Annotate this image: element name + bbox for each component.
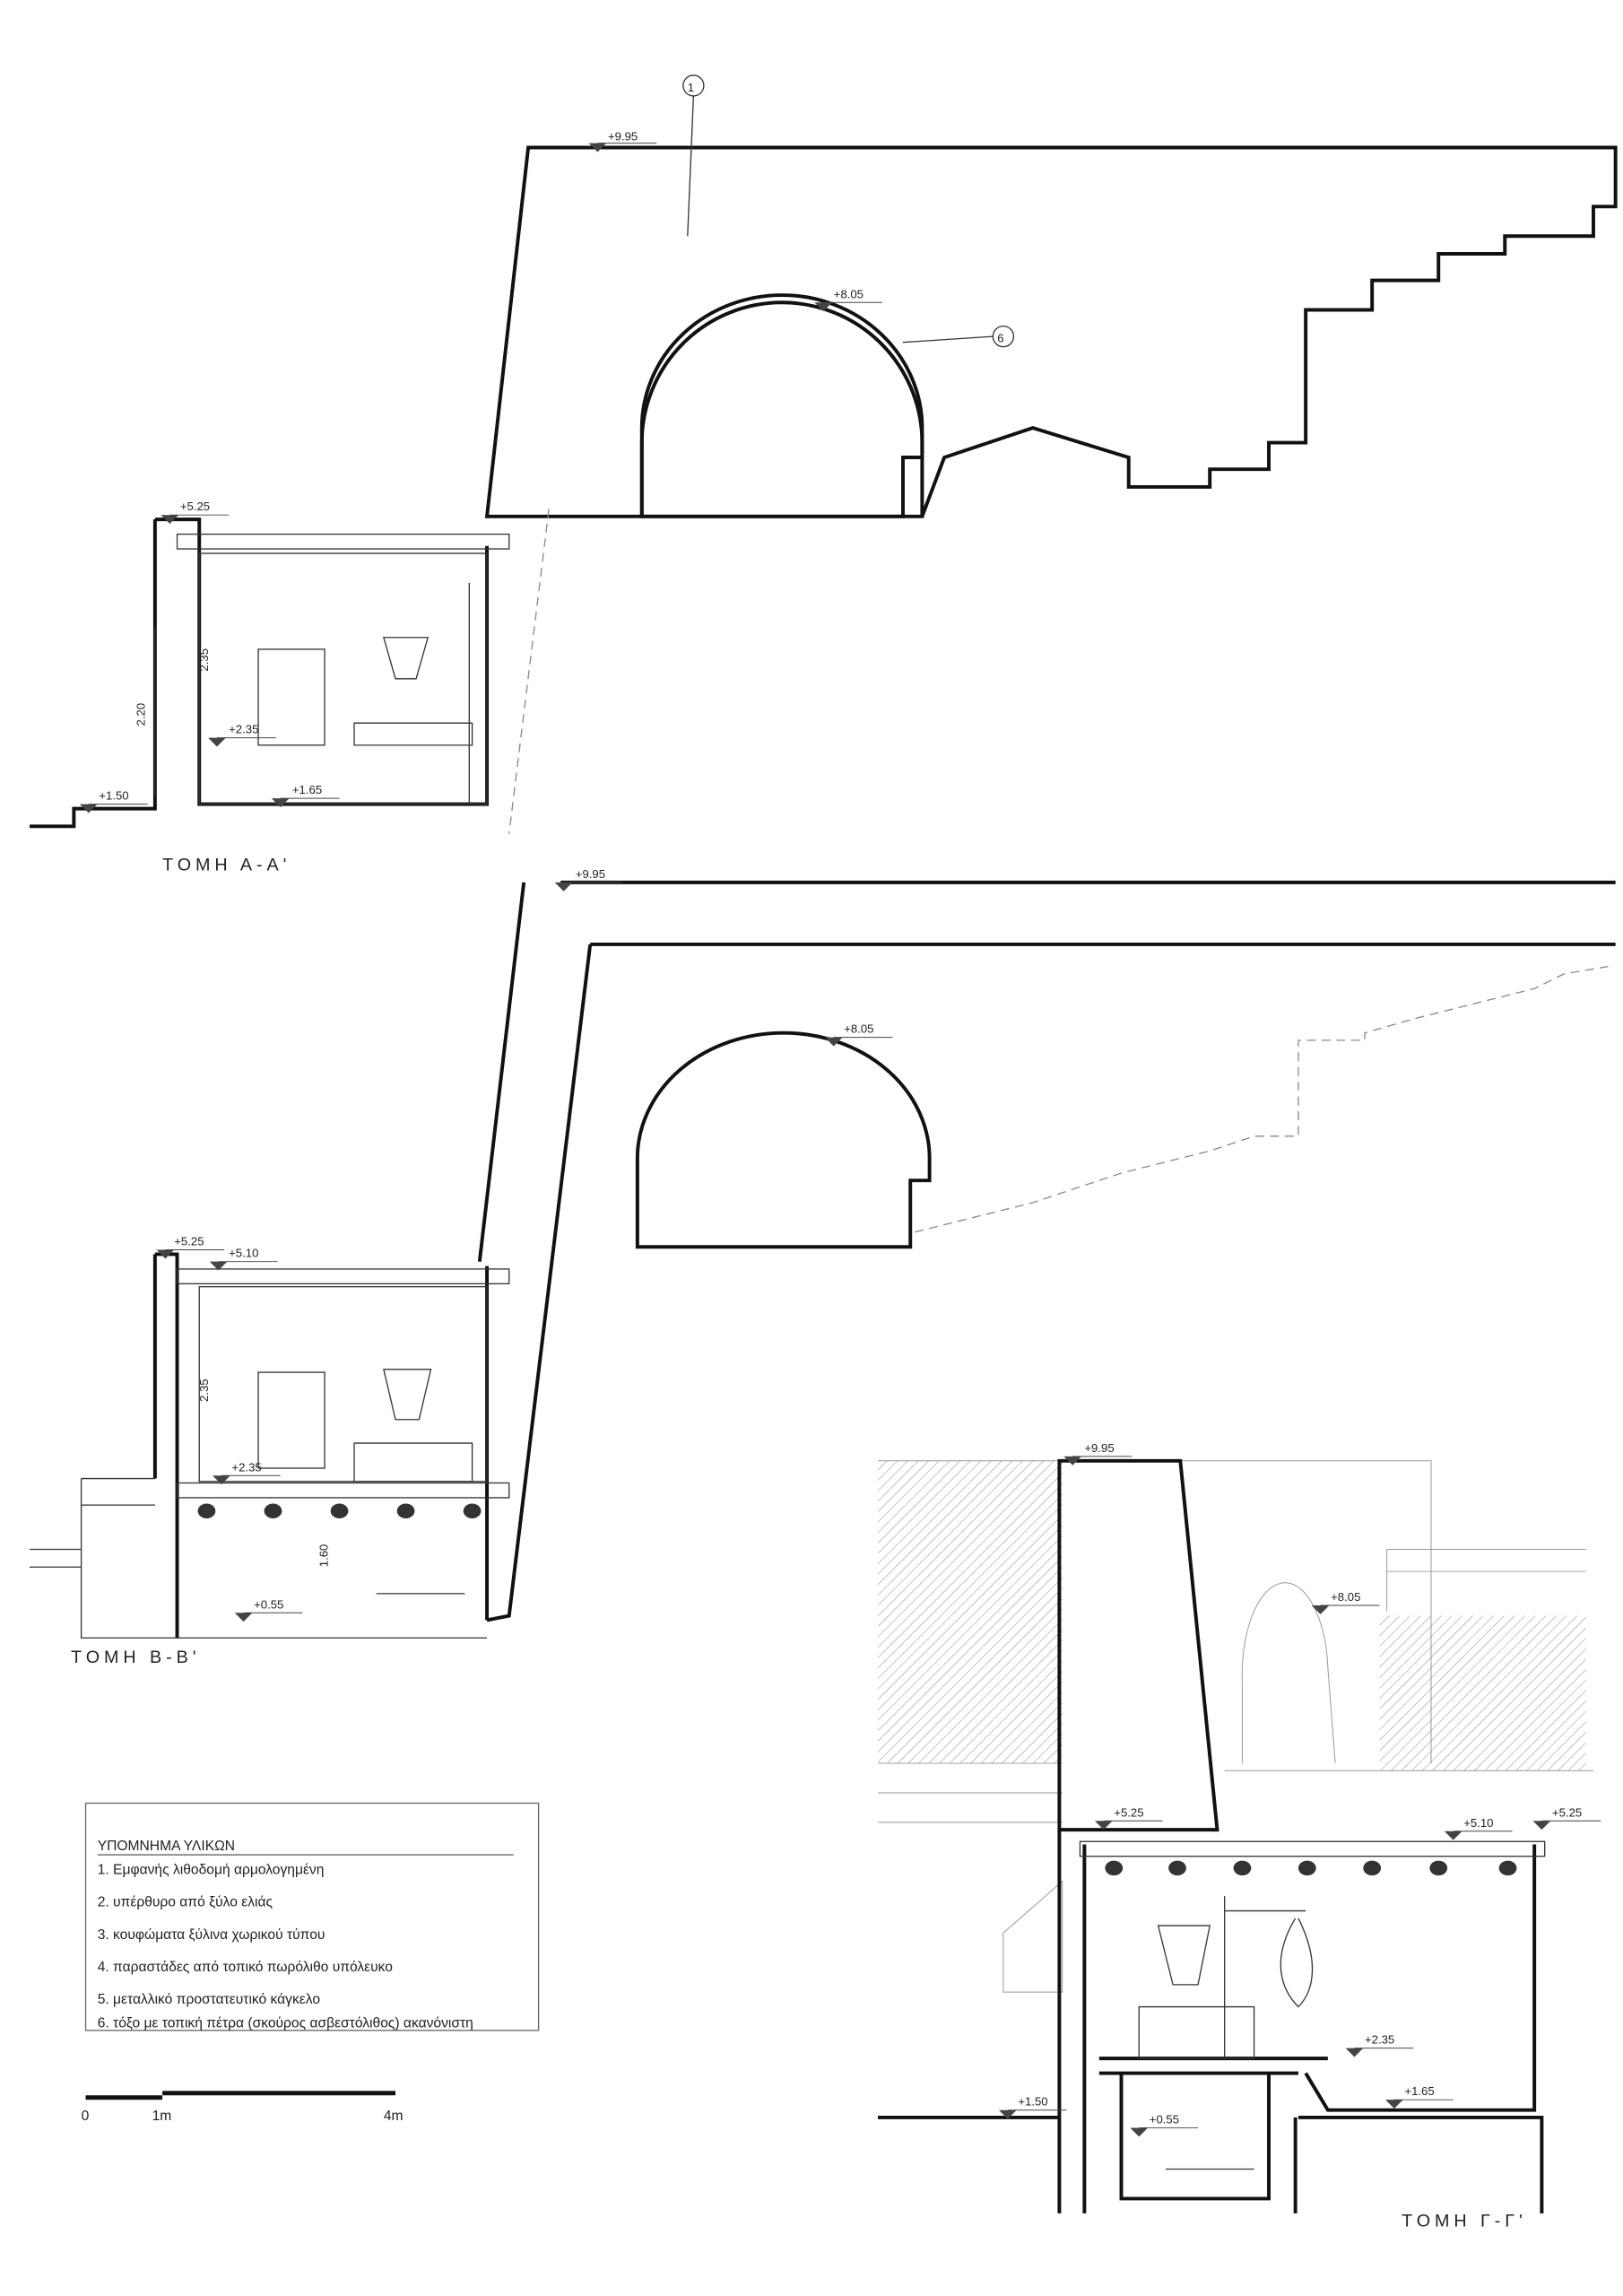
level-mark: +8.05 [834,287,864,300]
legend-item: 5. μεταλλικό προστατευτικό κάγκελο [98,1992,321,2007]
svg-text:1: 1 [688,81,694,94]
level-mark: +9.95 [608,129,638,143]
arch-outline [635,1031,932,1249]
level-mark: +5.10 [229,1247,258,1260]
section-title: ΤΟΜΗ Β-Β' [71,1648,200,1667]
level-mark: +5.25 [1114,1805,1143,1819]
arch-opening [639,293,924,518]
level-mark: +8.05 [844,1022,873,1036]
dimension: 2.35 [197,1378,211,1402]
scale-label: 1m [152,2109,172,2124]
legend-item: 1. Εμφανής λιθοδομή αρμολογημένη [98,1862,325,1877]
legend-title: ΥΠΟΜΝΗΜΑ ΥΛΙΚΩΝ [98,1839,235,1854]
level-mark: +9.95 [576,867,605,881]
legend-item: 4. παραστάδες από τοπικό πωρόλιθο υπόλευ… [98,1960,394,1975]
dimension: 2.35 [197,648,211,672]
scale-bar: 0 1m 4m [82,2091,404,2124]
level-mark: +1.50 [99,789,128,803]
svg-text:6: 6 [997,332,1003,345]
level-mark: +5.25 [180,500,210,513]
section-a-a: 1 6 +9.95 +8.05 +5.25 +2.35 +1.65 +1.50 … [30,74,1618,875]
level-mark: +9.95 [1084,1441,1114,1455]
level-mark: +8.05 [1331,1590,1360,1604]
level-mark: +2.35 [1365,2033,1394,2047]
level-mark: +1.65 [1404,2084,1434,2098]
stone-wall [484,145,1618,518]
level-mark: +2.35 [231,1460,261,1474]
section-title: ΤΟΜΗ Γ-Γ' [1402,2212,1527,2231]
level-mark: +5.25 [1552,1805,1582,1819]
legend-item: 3. κουφώματα ξύλινα χωρικού τύπου [98,1927,325,1943]
scale-label: 4m [384,2109,404,2124]
level-mark: +1.50 [1018,2095,1047,2109]
callout-1: 1 [682,74,705,237]
dimension: 1.60 [317,1544,330,1568]
stone-wall [1057,1458,1219,1832]
dimension: 2.20 [134,703,147,726]
legend-item: 2. υπέρθυρο από ξύλο ελιάς [98,1895,273,1910]
legend-item: 6. τόξο με τοπική πέτρα (σκούρος ασβεστό… [98,2016,473,2031]
level-mark: +1.65 [292,783,322,796]
section-b-b: +9.95 +8.05 +5.25 +5.10 +2.35 +0.55 2.35… [30,867,1616,1667]
level-mark: +2.35 [229,723,258,736]
level-mark: +0.55 [254,1597,283,1611]
callout-6: 6 [902,325,1015,348]
materials-legend: ΥΠΟΜΝΗΜΑ ΥΛΙΚΩΝ 1. Εμφανής λιθοδομή αρμο… [84,1802,540,2031]
section-c-c: +9.95 +8.05 +5.25 +5.10 +5.25 +2.35 +1.6… [878,1441,1601,2231]
level-mark: +0.55 [1150,2113,1179,2126]
level-mark: +5.25 [174,1235,204,1248]
section-title: ΤΟΜΗ Α-Α' [162,856,291,875]
level-mark: +5.10 [1463,1816,1493,1830]
scale-label: 0 [82,2109,90,2124]
